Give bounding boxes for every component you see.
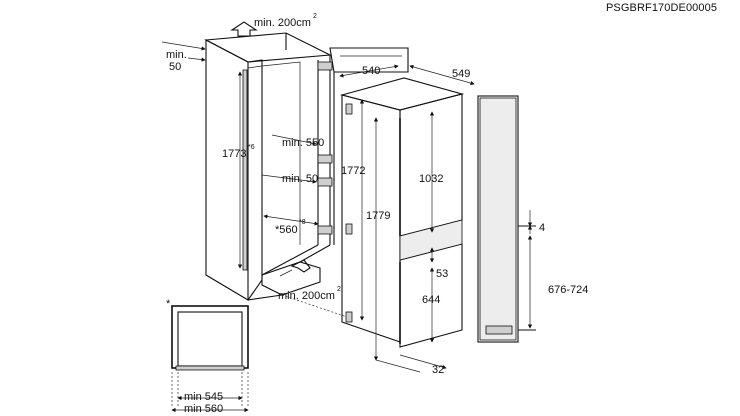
- min-545-label: min 545: [184, 391, 224, 403]
- appliance: [339, 77, 465, 348]
- ventilation-bottom-arrow: [279, 259, 311, 277]
- niche-dimensions: [161, 41, 351, 319]
- open-door-panel: [329, 47, 409, 245]
- cross-section: [171, 305, 249, 413]
- ventilation-top-arrow: [230, 21, 258, 37]
- door-depth-label: 549: [452, 68, 471, 80]
- rear-gap-value: 50: [169, 61, 182, 73]
- side-offset-label: 4: [539, 222, 546, 234]
- appliance-dimensions: [339, 64, 475, 373]
- niche-width-label: *560: [275, 224, 298, 236]
- upper-door-label: 1032: [419, 173, 444, 185]
- min-50-label: min. 50: [282, 173, 319, 185]
- niche-width-sup: *8: [299, 219, 306, 226]
- appliance-depth-label: 540: [362, 65, 381, 77]
- lower-door-label: 644: [422, 294, 441, 306]
- ventilation-top-label: min. 200cm: [254, 17, 311, 29]
- side-view: [477, 95, 536, 343]
- drawing-code: PSGBRF170DE00005: [606, 2, 718, 14]
- hinges: [317, 61, 333, 235]
- niche-height-sup: *6: [248, 144, 255, 151]
- niche-height-label: 1773: [222, 148, 247, 160]
- furniture-door-range-label: 676-724: [548, 284, 589, 296]
- total-height-label: 1779: [366, 210, 391, 222]
- door-gap-label: 53: [436, 268, 449, 280]
- min-560-label: min 560: [184, 403, 224, 415]
- cross-section-asterisk: *: [166, 298, 171, 310]
- ventilation-top-sup: 2: [313, 13, 317, 20]
- ventilation-bottom-label: min. 200cm: [278, 290, 335, 302]
- min-550-label: min. 550: [282, 137, 325, 149]
- niche-cabinet: [204, 32, 332, 301]
- ventilation-bottom-sup: 2: [337, 286, 341, 293]
- appliance-height-label: 1772: [341, 165, 366, 177]
- bottom-offset-label: 32: [432, 364, 445, 376]
- rear-gap-label: min.: [166, 49, 187, 61]
